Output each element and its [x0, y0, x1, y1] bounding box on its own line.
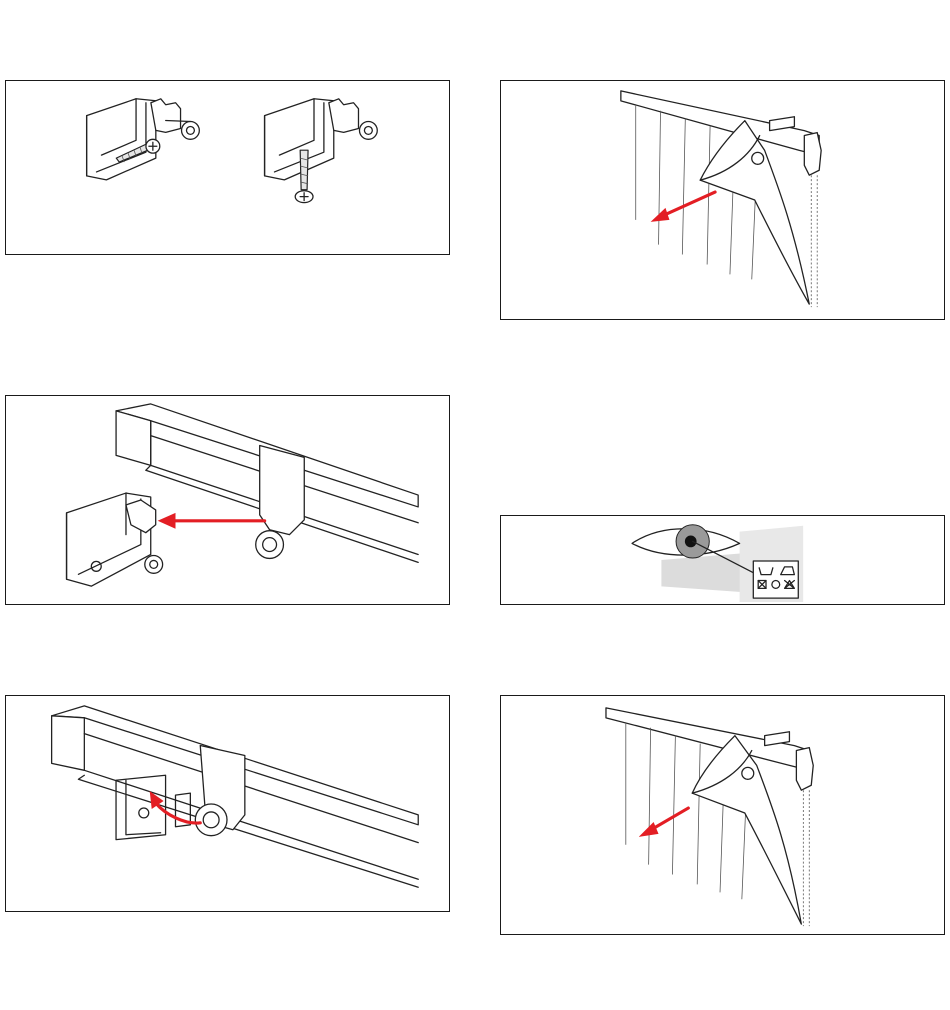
- rail-icon: [116, 404, 418, 562]
- blind-pull-illustration: [501, 81, 944, 319]
- panel-rail-clip: [5, 695, 450, 912]
- roller-blind-icon: [621, 91, 821, 304]
- wall-bracket-icon: [67, 493, 163, 586]
- care-label-illustration: [501, 516, 944, 604]
- panel-care-label: [500, 515, 945, 605]
- bead-chain-icon: [811, 175, 817, 307]
- slide-arrow-icon: [158, 513, 265, 529]
- eye-icon: [632, 525, 740, 558]
- pull-arrow-icon: [639, 808, 689, 837]
- bead-chain-icon: [803, 790, 809, 926]
- panel-rail-slide: [5, 395, 450, 605]
- rail-clip-illustration: [6, 696, 449, 911]
- rail-slide-illustration: [6, 396, 449, 604]
- bracket-screws-illustration: [6, 81, 449, 254]
- panel-bracket-screws: [5, 80, 450, 255]
- care-label-icon: [753, 561, 798, 598]
- panel-blind-pull-repeat: [500, 695, 945, 935]
- wall-bracket-icon: [87, 99, 200, 180]
- roller-blind-icon: [606, 708, 813, 924]
- wall-bracket-icon: [265, 99, 378, 180]
- rail-icon: [52, 706, 419, 887]
- panel-blind-pull: [500, 80, 945, 320]
- blind-pull-repeat-illustration: [501, 696, 944, 934]
